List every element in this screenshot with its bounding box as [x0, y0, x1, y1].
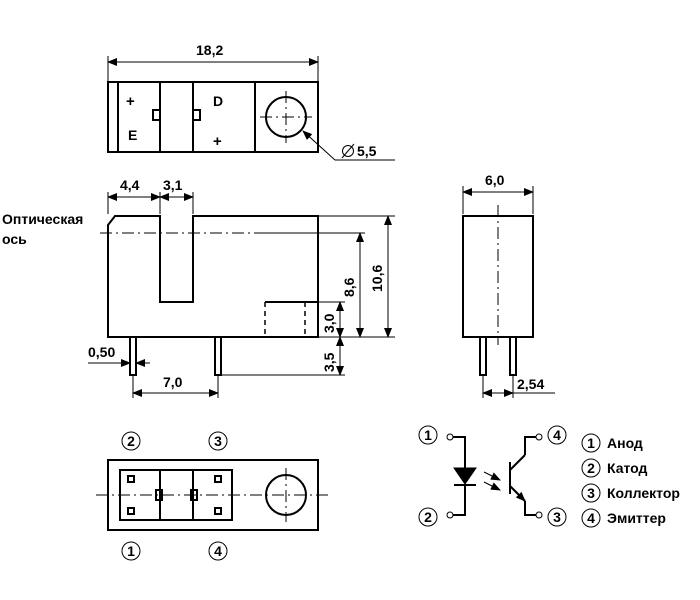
legend-label-4: Эмиттер: [607, 510, 666, 526]
plus-mark-e: +: [126, 93, 135, 110]
dim-3-5: 3,5: [321, 352, 337, 372]
terminal-collector: [535, 433, 543, 441]
terminal-anode: [446, 433, 454, 441]
side-view: 6,0 2,54: [462, 172, 555, 398]
legend-num-1: 1: [587, 435, 595, 451]
pin-legend: 1 Анод 2 Катод 3 Коллектор 4 Эмиттер: [581, 433, 680, 528]
wire-cathode: [453, 484, 466, 516]
top-view: + E D + 18,2 5,5: [107, 42, 395, 161]
dim-18-2: 18,2: [196, 42, 223, 58]
terminal-cathode: [446, 511, 454, 519]
legend-label-1: Анод: [607, 435, 643, 451]
legend-label-3: Коллектор: [607, 485, 680, 501]
pin-circle-4: [208, 541, 228, 561]
transistor-collector-leg: [509, 454, 526, 471]
pin-number-2: 2: [127, 433, 135, 449]
dim-3-1: 3,1: [163, 177, 183, 193]
schematic: 1 2 4 3: [418, 425, 567, 527]
optical-axis-label-1: Оптическая: [2, 211, 83, 227]
wire-emitter: [524, 501, 536, 516]
sch-pin-1: 1: [424, 427, 432, 443]
legend-circle-4: [581, 508, 601, 528]
pin-circle-3: [208, 431, 228, 451]
pad-2: [127, 475, 135, 483]
legend-circle-1: [581, 433, 601, 453]
dim-10-6: 10,6: [369, 265, 385, 292]
light-arrow-2: [483, 481, 501, 491]
transistor-emitter-leg: [509, 485, 526, 502]
front-pin-right: [214, 336, 222, 376]
sch-pin-circle-2: [418, 507, 438, 527]
terminal-emitter: [535, 511, 543, 519]
dim-5-5: 5,5: [357, 143, 377, 159]
pin-number-4: 4: [214, 543, 222, 559]
legend-circle-2: [581, 458, 601, 478]
light-arrow-1: [483, 471, 501, 481]
legend-label-2: Катод: [607, 460, 648, 476]
pin-number-3: 3: [214, 433, 222, 449]
side-pin-right: [509, 336, 517, 376]
pin-number-1: 1: [127, 543, 135, 559]
sch-pin-circle-1: [418, 425, 438, 445]
dim-6-0: 6,0: [485, 172, 505, 188]
sch-pin-circle-4: [547, 425, 567, 445]
dim-7-0: 7,0: [163, 374, 183, 390]
dim-8-6: 8,6: [341, 277, 357, 297]
dim-0-50: 0,50: [88, 344, 115, 360]
pin-circle-1: [121, 541, 141, 561]
legend-num-2: 2: [587, 460, 595, 476]
pad-4: [214, 507, 222, 515]
sch-pin-3: 3: [553, 509, 561, 525]
dim-3-0: 3,0: [321, 313, 337, 333]
front-view-body: [107, 215, 319, 338]
wire-anode: [453, 436, 466, 468]
diameter-symbol: [342, 145, 354, 157]
emitter-mark: E: [128, 127, 137, 143]
wire-collector: [524, 436, 536, 455]
dim-2-54: 2,54: [517, 376, 544, 392]
led-triangle: [453, 467, 477, 485]
pad-1: [127, 507, 135, 515]
sch-pin-circle-3: [547, 507, 567, 527]
front-view: 4,4 3,1 10,6 8,6 3,0 3,5 0,50 7,0 Оптиче…: [2, 177, 395, 398]
hole-leader: [302, 130, 395, 161]
plus-mark-d: +: [213, 133, 222, 150]
detector-mark: D: [213, 93, 223, 109]
optical-axis-label-2: ось: [2, 231, 27, 247]
front-pin-left: [129, 336, 137, 376]
dim-4-4: 4,4: [120, 177, 140, 193]
sch-pin-2: 2: [424, 509, 432, 525]
side-pin-left: [479, 336, 487, 376]
pad-3: [214, 475, 222, 483]
sch-pin-4: 4: [553, 427, 561, 443]
legend-num-3: 3: [587, 485, 595, 501]
top-view-outline: [107, 81, 319, 153]
pin-circle-2: [121, 431, 141, 451]
legend-num-4: 4: [587, 510, 595, 526]
diameter-slash: [341, 143, 355, 159]
top-view-tab-left: [152, 109, 161, 121]
legend-circle-3: [581, 483, 601, 503]
bottom-view: 2 3 1 4: [96, 431, 330, 561]
top-view-tab-right: [192, 109, 201, 121]
